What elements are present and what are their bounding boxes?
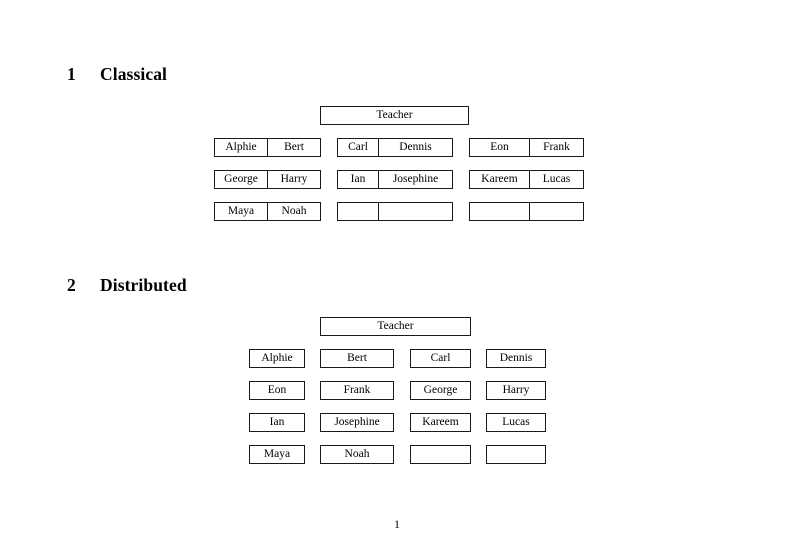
- student-box: Eon: [249, 381, 305, 400]
- student-cell: Ian: [337, 170, 379, 189]
- student-cell: Harry: [268, 170, 321, 189]
- empty-cell: [337, 202, 379, 221]
- table-row: Maya Noah: [214, 202, 321, 221]
- student-box: Dennis: [486, 349, 546, 368]
- student-cell: Dennis: [379, 138, 453, 157]
- student-cell: George: [214, 170, 268, 189]
- student-box: Harry: [486, 381, 546, 400]
- student-cell: Carl: [337, 138, 379, 157]
- student-cell: Maya: [214, 202, 268, 221]
- student-cell: Eon: [469, 138, 530, 157]
- student-cell: Alphie: [214, 138, 268, 157]
- student-box: Noah: [320, 445, 394, 464]
- section-title: Classical: [100, 64, 168, 84]
- table-row: George Harry: [214, 170, 321, 189]
- student-cell: Lucas: [530, 170, 584, 189]
- section-heading-distributed: 2 Distributed: [67, 275, 187, 296]
- section-heading-classical: 1 Classical: [67, 64, 167, 85]
- student-cell: Frank: [530, 138, 584, 157]
- table-row: Carl Dennis: [337, 138, 453, 157]
- empty-box: [410, 445, 471, 464]
- student-cell: Josephine: [379, 170, 453, 189]
- table-row: Alphie Bert: [214, 138, 321, 157]
- section-title: Distributed: [100, 275, 187, 295]
- table-row: [337, 202, 453, 221]
- student-cell: Kareem: [469, 170, 530, 189]
- teacher-box: Teacher: [320, 317, 471, 336]
- teacher-box: Teacher: [320, 106, 469, 125]
- empty-cell: [530, 202, 584, 221]
- section-number: 1: [67, 64, 76, 84]
- student-box: Ian: [249, 413, 305, 432]
- table-row: Ian Josephine: [337, 170, 453, 189]
- student-box: Frank: [320, 381, 394, 400]
- section-number: 2: [67, 275, 76, 295]
- empty-cell: [379, 202, 453, 221]
- student-box: Kareem: [410, 413, 471, 432]
- empty-cell: [469, 202, 530, 221]
- student-box: Josephine: [320, 413, 394, 432]
- empty-box: [486, 445, 546, 464]
- student-box: Maya: [249, 445, 305, 464]
- student-box: George: [410, 381, 471, 400]
- student-cell: Bert: [268, 138, 321, 157]
- student-box: Bert: [320, 349, 394, 368]
- student-box: Lucas: [486, 413, 546, 432]
- table-row: Eon Frank: [469, 138, 584, 157]
- student-box: Carl: [410, 349, 471, 368]
- student-box: Alphie: [249, 349, 305, 368]
- table-row: Kareem Lucas: [469, 170, 584, 189]
- table-row: [469, 202, 584, 221]
- page-number: 1: [394, 519, 400, 531]
- student-cell: Noah: [268, 202, 321, 221]
